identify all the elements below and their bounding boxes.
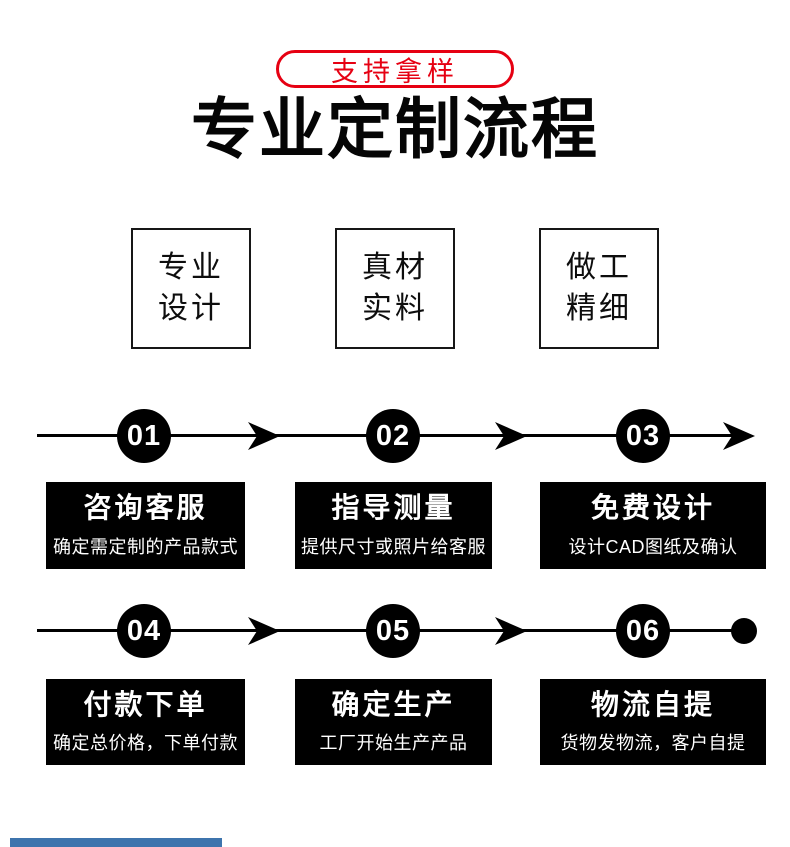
- step-number: 02: [375, 419, 411, 452]
- step-card-desc: 提供尺寸或照片给客服: [301, 536, 486, 557]
- step-card-title: 指导测量: [331, 492, 456, 524]
- step-circle-03: 03: [616, 409, 670, 463]
- feature-line: 做工: [566, 251, 632, 284]
- step-card-desc: 工厂开始生产产品: [319, 733, 468, 754]
- feature-line: 真材: [362, 251, 428, 284]
- feature-line: 精细: [566, 291, 632, 325]
- process-track-row1: 01 02 03: [0, 409, 790, 465]
- step-card-free-design: 免费设计 设计CAD图纸及确认: [540, 482, 766, 569]
- step-number: 01: [126, 419, 162, 452]
- process-track-row2: 04 05 06: [0, 604, 790, 660]
- feature-line: 设计: [158, 291, 224, 325]
- end-dot-icon: [731, 618, 757, 644]
- step-card-title: 物流自提: [590, 688, 715, 720]
- arrow-right-icon: [248, 422, 280, 450]
- step-number: 06: [625, 614, 661, 647]
- feature-line: 实料: [362, 291, 428, 325]
- step-number: 04: [126, 614, 162, 647]
- step-card-guided-measurement: 指导测量 提供尺寸或照片给客服: [295, 482, 492, 569]
- arrow-right-icon: [495, 422, 527, 450]
- arrow-right-icon: [248, 617, 280, 645]
- arrow-right-icon: [723, 422, 755, 450]
- step-card-pay-order: 付款下单 确定总价格，下单付款: [46, 679, 245, 765]
- step-card-title: 确定生产: [331, 688, 456, 720]
- sample-support-badge-label: 支持拿样: [331, 56, 459, 87]
- feature-box-genuine-materials: 真材 实料: [335, 228, 455, 349]
- feature-box-professional-design: 专业 设计: [131, 228, 251, 349]
- step-circle-05: 05: [366, 604, 420, 658]
- step-number: 03: [625, 419, 661, 452]
- feature-line: 专业: [158, 251, 224, 284]
- step-circle-01: 01: [117, 409, 171, 463]
- page-title: 专业定制流程: [191, 92, 599, 166]
- step-circle-06: 06: [616, 604, 670, 658]
- step-card-desc: 货物发物流，客户自提: [560, 733, 746, 754]
- arrow-right-icon: [495, 617, 527, 645]
- step-card-title: 付款下单: [83, 688, 208, 720]
- step-card-consult-service: 咨询客服 确定需定制的产品款式: [46, 482, 245, 569]
- step-card-logistics-pickup: 物流自提 货物发物流，客户自提: [540, 679, 766, 765]
- sample-support-badge: 支持拿样: [276, 50, 514, 88]
- step-circle-04: 04: [117, 604, 171, 658]
- feature-box-fine-workmanship: 做工 精细: [539, 228, 659, 349]
- step-circle-02: 02: [366, 409, 420, 463]
- step-card-desc: 确定总价格，下单付款: [53, 733, 238, 754]
- step-card-desc: 确定需定制的产品款式: [53, 536, 238, 557]
- step-card-title: 免费设计: [590, 492, 715, 524]
- feature-boxes: 专业 设计 真材 实料 做工 精细: [0, 228, 790, 349]
- step-card-desc: 设计CAD图纸及确认: [568, 536, 738, 557]
- step-number: 05: [375, 614, 411, 647]
- step-card-title: 咨询客服: [83, 492, 208, 524]
- step-card-confirm-production: 确定生产 工厂开始生产产品: [295, 679, 492, 765]
- bottom-blue-bar: [10, 838, 222, 847]
